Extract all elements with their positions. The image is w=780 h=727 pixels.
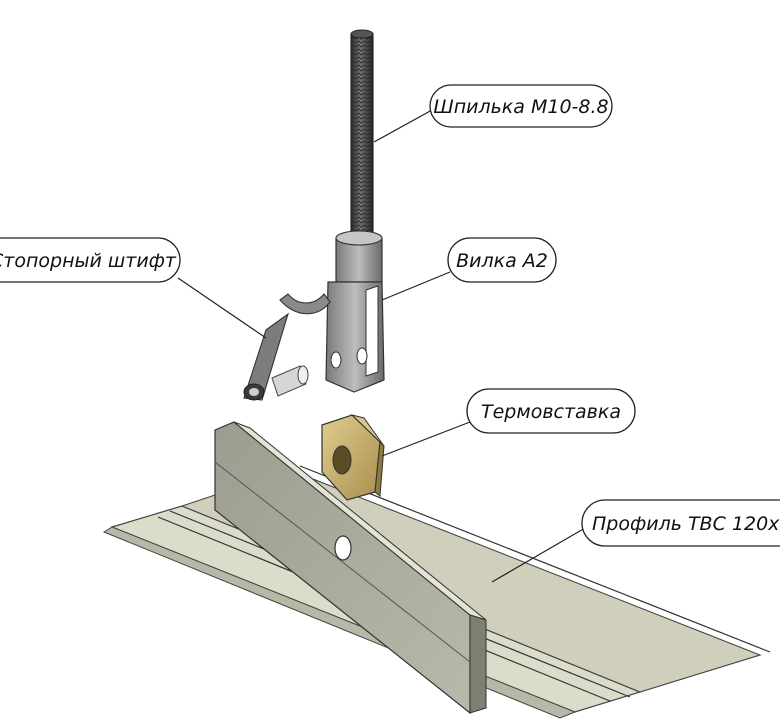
callout-profile-label: Профиль ТВС 120х4 bbox=[592, 513, 780, 535]
thermal-insert-part bbox=[321, 414, 385, 501]
leader-fork bbox=[381, 271, 451, 301]
callout-fork-label: Вилка А2 bbox=[456, 250, 548, 272]
locking-pin-part bbox=[243, 293, 331, 401]
leader-profile bbox=[491, 527, 586, 583]
stud-part bbox=[350, 29, 374, 255]
leader-stud bbox=[373, 109, 433, 143]
callout-fork: Вилка А2 bbox=[447, 237, 557, 283]
leader-insert bbox=[381, 421, 471, 457]
callout-stud-label: Шпилька М10-8.8 bbox=[433, 96, 608, 118]
callout-stud: Шпилька М10-8.8 bbox=[429, 84, 613, 128]
profile-part bbox=[102, 421, 771, 719]
leader-pin bbox=[177, 277, 267, 339]
callout-insert: Термовставка bbox=[466, 388, 636, 434]
callout-insert-label: Термовставка bbox=[481, 401, 621, 423]
callout-profile: Профиль ТВС 120х4 bbox=[581, 499, 780, 547]
fork-part bbox=[325, 230, 385, 393]
callout-pin-label: Стопорный штифт bbox=[0, 250, 177, 272]
callout-pin: Стопорный штифт bbox=[0, 237, 181, 283]
profile-fin-end bbox=[469, 614, 487, 714]
profile-hole bbox=[334, 535, 352, 561]
